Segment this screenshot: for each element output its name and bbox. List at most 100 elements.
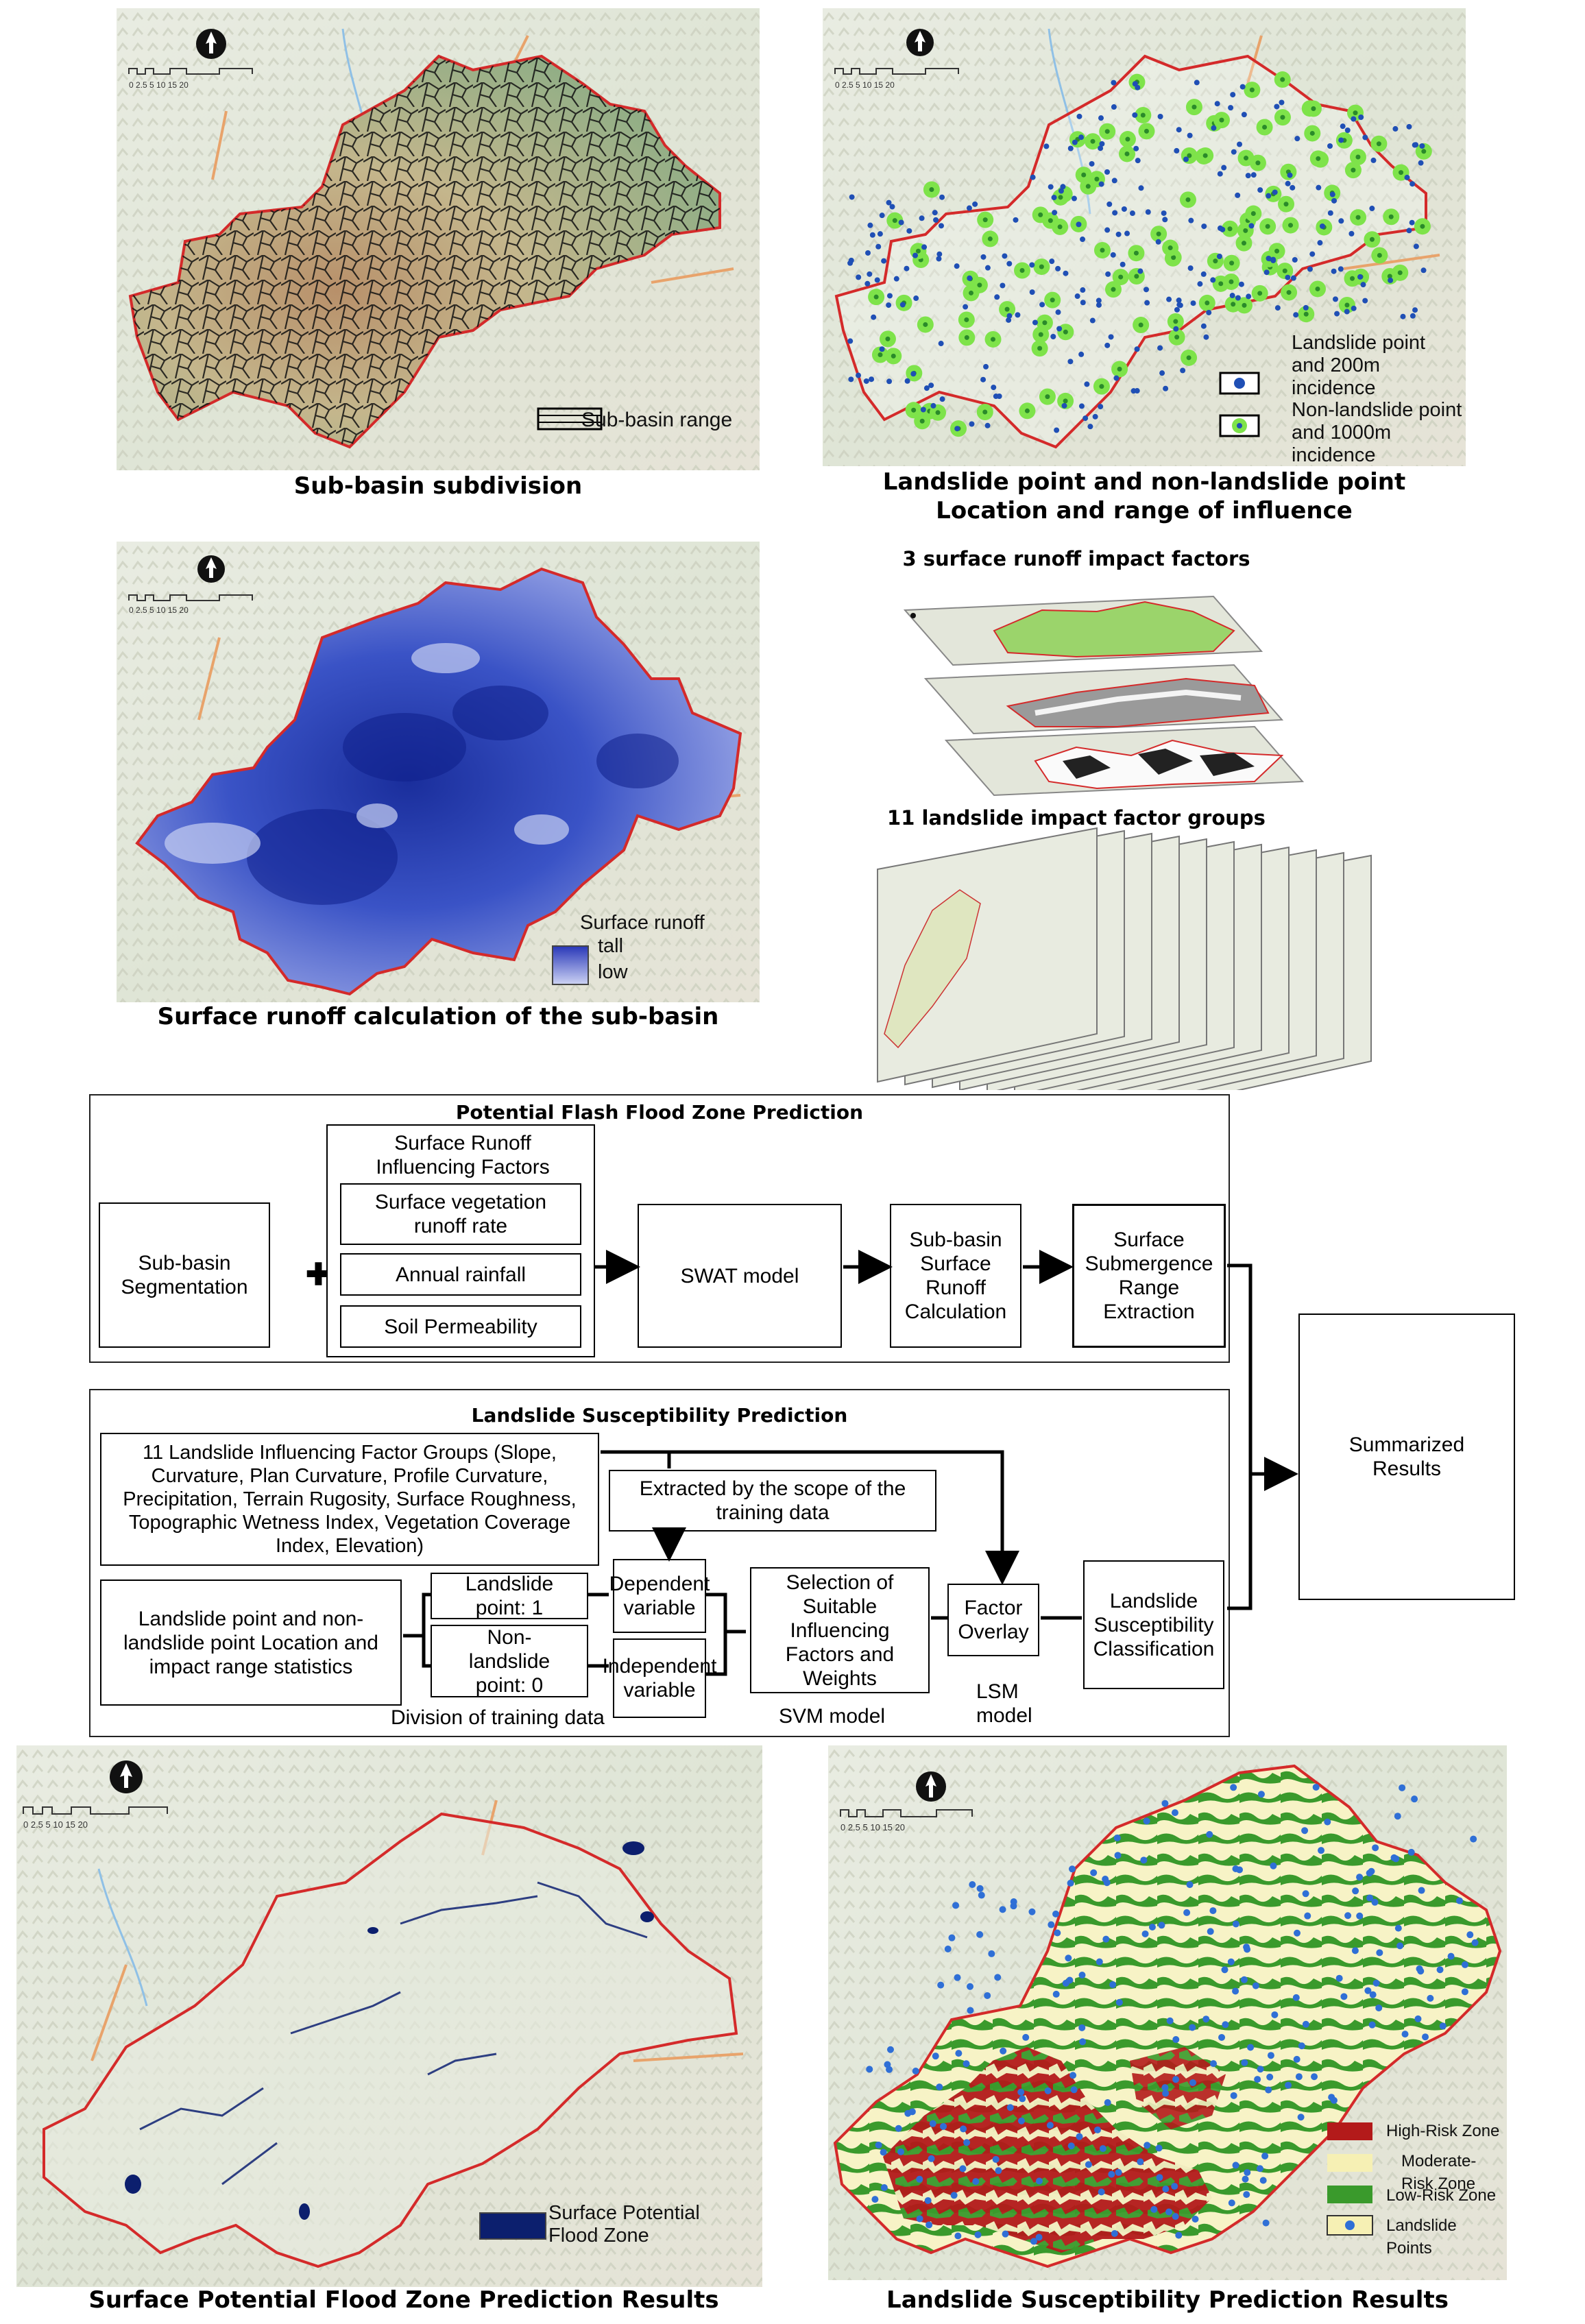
lsm-landslide-point: [1254, 2076, 1261, 2083]
nonlandslide-point-center: [1191, 104, 1197, 110]
nonlandslide-point-center: [1255, 160, 1261, 166]
lsm-landslide-point: [1078, 2024, 1086, 2031]
lsm-landslide-point: [1171, 1809, 1178, 1817]
landslide-point: [1274, 104, 1280, 110]
landslide-point: [1074, 293, 1080, 300]
lsm-landslide-point: [1232, 1987, 1239, 1995]
lsm-landslide-point: [925, 2221, 933, 2229]
landslide-point: [1080, 287, 1086, 293]
landslide-point: [1319, 223, 1325, 229]
nonlandslide-point-center: [1303, 311, 1309, 317]
lsm-legend-points: Landslide Points: [1386, 2216, 1457, 2258]
lsm-landslide-point: [1257, 2066, 1264, 2073]
nonlandslide-point-center: [1388, 214, 1394, 219]
landslide-point: [1132, 112, 1138, 118]
nonlandslide-point-center: [1100, 247, 1105, 253]
landslide-point: [1338, 137, 1344, 143]
landslide-point: [1266, 255, 1272, 261]
landslide-point: [1006, 317, 1012, 323]
lsm-landslide-point: [1330, 2096, 1338, 2104]
landslide-point: [1098, 181, 1104, 187]
landslide-point: [1331, 197, 1338, 204]
nonlandslide-point-center: [1288, 223, 1294, 228]
nonlandslide-point-center: [1315, 286, 1320, 291]
landslide-point: [1155, 239, 1161, 245]
nonlandslide-point-center: [1156, 231, 1161, 237]
lsm-landslide-point: [1158, 1922, 1165, 1929]
lsm-landslide-point: [1232, 1920, 1239, 1928]
nonlandslide-point-center: [1019, 268, 1025, 274]
lsm-landslide-point: [916, 2215, 923, 2223]
nonlandslide-point-center: [1257, 291, 1263, 296]
landslide-point: [1076, 221, 1082, 228]
runoff-factor-stack: [903, 595, 1305, 797]
nonlandslide-point-center: [1218, 281, 1224, 287]
nonlandslide-point-center: [982, 217, 988, 223]
nonlandslide-point-center: [1311, 106, 1316, 112]
lsm-landslide-point: [1104, 2098, 1111, 2106]
nonlandslide-point-center: [1231, 302, 1236, 307]
factor-groups-box: 11 Landslide Influencing Factor Groups (…: [100, 1433, 599, 1566]
lsm-landslide-point: [1048, 1921, 1055, 1928]
landslide-point: [1089, 160, 1095, 167]
lsm-landslide-point: [880, 2184, 888, 2192]
factor-layer: [877, 827, 1098, 1083]
landslide-point: [954, 426, 960, 432]
lsm-landslide-point: [995, 2167, 1002, 2175]
lsm-landslide-point: [912, 2068, 919, 2075]
nonlandslide-point-center: [1265, 223, 1270, 229]
lsm-landslide-point: [1461, 1988, 1468, 1996]
landslide-point: [1080, 300, 1086, 306]
landslide-point: [874, 277, 880, 283]
landslide-point: [1293, 312, 1299, 318]
landslide-point: [1235, 295, 1241, 301]
landslide-point: [1039, 302, 1045, 308]
nonlandslide-point-center: [977, 282, 982, 288]
landslide-point: [920, 407, 926, 413]
north-arrow-icon: [196, 29, 226, 59]
landslide-point: [847, 260, 854, 266]
nonlandslide-point-center: [1376, 141, 1381, 147]
nonlandslide-point-center: [929, 186, 934, 192]
lsm-landslide-point: [1466, 1931, 1474, 1939]
lsm-landslide-point: [1085, 2161, 1092, 2168]
nonlandslide-point-center: [878, 352, 883, 357]
nonlandslide-point-center: [1355, 215, 1361, 220]
landslide-point: [1332, 296, 1338, 302]
lsm-landslide-point: [948, 1934, 956, 1941]
lsm-landslide-point: [1302, 2020, 1309, 2028]
landslide-1-box: Landslide point: 1: [431, 1573, 588, 1619]
lsm-landslide-point: [928, 2155, 935, 2162]
landslide-point: [1290, 184, 1296, 191]
lsm-landslide-point: [1172, 2036, 1180, 2044]
landslide-point: [1329, 191, 1335, 197]
landslide-point: [1245, 173, 1251, 179]
landslide-point: [1290, 275, 1296, 281]
landslide-point: [1235, 192, 1241, 198]
lsm-landslide-point: [1439, 2022, 1447, 2030]
landslide-point: [1144, 300, 1150, 306]
lsm-landslide-point: [1143, 1817, 1150, 1825]
lsm-landslide-point: [1470, 1835, 1477, 1843]
landslide-point: [1006, 261, 1013, 267]
landslide-point: [1229, 293, 1235, 299]
landslide-point: [1143, 287, 1149, 293]
landslide-point: [1370, 157, 1377, 163]
lsm-landslide-point: [1028, 1908, 1036, 1915]
lsm-landslide-point: [1422, 2033, 1429, 2041]
landslide-point: [1409, 313, 1416, 319]
landslide-point: [1228, 105, 1234, 111]
landslide-point: [1174, 306, 1180, 313]
landslide-point: [1217, 171, 1223, 177]
landslide-point: [1176, 298, 1182, 304]
landslide-point: [1190, 300, 1196, 306]
landslide-point: [1110, 252, 1116, 258]
landslide-point: [1099, 141, 1105, 147]
landslide-point: [1200, 323, 1207, 329]
landslide-point: [1309, 251, 1316, 257]
landslide-point: [910, 371, 917, 377]
lsm-landslide-point: [1162, 2090, 1170, 2097]
lsm-landslide-point: [1183, 1909, 1191, 1916]
lsm-legend-high: High-Risk Zone: [1386, 2122, 1500, 2140]
lsm-landslide-point: [1235, 1866, 1243, 1874]
